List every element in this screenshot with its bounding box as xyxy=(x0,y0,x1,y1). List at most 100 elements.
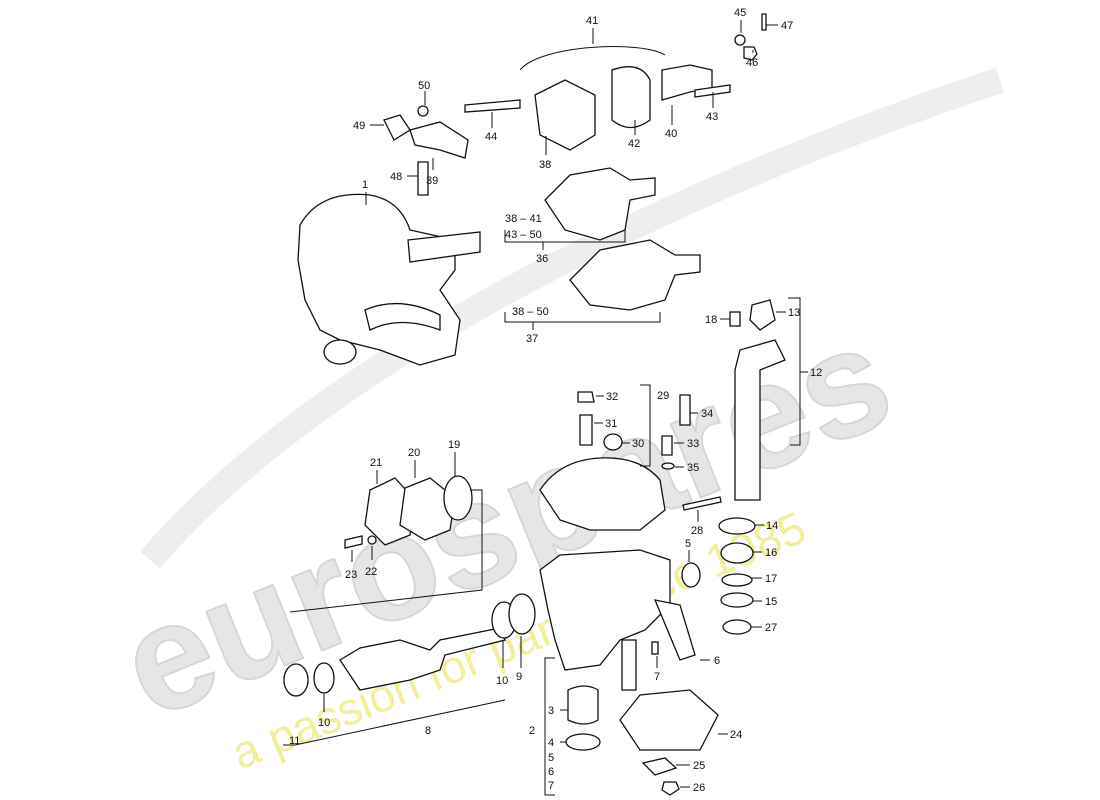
seal-part-4 xyxy=(565,733,601,751)
label-48: 48 xyxy=(390,171,402,183)
label-25: 25 xyxy=(693,760,705,772)
watermark: eurospares a passion for parts since 198… xyxy=(98,67,1005,779)
group-label-38-50: 38 – 50 xyxy=(512,306,549,318)
bracket-36 xyxy=(504,230,626,243)
label-40: 40 xyxy=(665,128,677,140)
steering-box-gear xyxy=(323,339,357,365)
gear-part-13 xyxy=(749,299,776,331)
nut-part-27 xyxy=(722,619,752,635)
group-label-43-50: 43 – 50 xyxy=(505,229,542,241)
bearing-part-9 xyxy=(508,593,536,635)
label-45: 45 xyxy=(734,7,746,19)
assembly-37 xyxy=(569,239,701,311)
label-15: 15 xyxy=(765,596,777,608)
label-23: 23 xyxy=(345,569,357,581)
label-28: 28 xyxy=(691,525,703,537)
bearing-part-5 xyxy=(681,562,701,588)
label-4: 4 xyxy=(548,737,554,749)
leader-lines xyxy=(323,20,786,788)
bracket-part-49 xyxy=(383,114,411,141)
label-14: 14 xyxy=(766,520,778,532)
label-11: 11 xyxy=(289,735,300,747)
label-30: 30 xyxy=(632,438,644,450)
label-49: 49 xyxy=(353,120,365,132)
lever-part-39 xyxy=(409,121,469,159)
bracket-29 xyxy=(640,384,651,467)
pin-part-47 xyxy=(761,13,767,31)
bracket-37 xyxy=(504,312,661,323)
bolt-part-23 xyxy=(344,535,363,549)
label-41: 41 xyxy=(586,15,598,27)
bushing-part-3 xyxy=(567,685,599,725)
nut-part-32 xyxy=(577,391,595,403)
cover-assembly xyxy=(539,384,691,531)
group-brackets xyxy=(504,230,661,330)
label-9: 9 xyxy=(516,671,522,683)
group-label-38-41: 38 – 41 xyxy=(505,213,542,225)
label-6: 6 xyxy=(714,655,720,667)
watermark-swoosh xyxy=(140,67,1005,569)
roller-part-18 xyxy=(729,311,741,327)
spring-clip-part xyxy=(519,46,666,71)
steering-box-shaft xyxy=(407,231,481,263)
steering-box-1 xyxy=(297,193,481,366)
label-31: 31 xyxy=(605,418,617,430)
label-27: 27 xyxy=(765,622,777,634)
housing-part xyxy=(539,549,671,671)
nut-part-26 xyxy=(661,781,680,796)
bracket-8 xyxy=(283,699,506,746)
screw-part-31 xyxy=(579,414,593,446)
pin-part-28 xyxy=(682,496,722,511)
label-10: 10 xyxy=(318,717,330,729)
cover-part xyxy=(539,457,666,531)
washer-part-35 xyxy=(661,462,675,470)
cover-part-42 xyxy=(611,66,651,129)
gasket-group xyxy=(289,475,483,613)
label-35: 35 xyxy=(687,462,699,474)
label-18: 18 xyxy=(705,314,717,326)
label-36: 36 xyxy=(536,253,548,265)
label-5: 5 xyxy=(685,538,691,550)
label-22: 22 xyxy=(365,566,377,578)
label-34: 34 xyxy=(701,408,713,420)
label-12: 12 xyxy=(810,367,822,379)
label-13: 13 xyxy=(788,307,800,319)
label-33: 33 xyxy=(687,438,699,450)
label-24: 24 xyxy=(730,729,742,741)
right-parts xyxy=(681,297,808,635)
clamp-part-24 xyxy=(619,689,719,751)
washer-part-22 xyxy=(367,535,377,545)
label-29: 29 xyxy=(657,390,669,402)
seal-part-14 xyxy=(718,517,756,535)
stud-part-6b xyxy=(621,639,637,691)
bottom-parts xyxy=(544,641,719,796)
steering-box-clamp xyxy=(364,302,441,331)
label-2: 2 xyxy=(529,725,535,737)
label-20: 20 xyxy=(408,447,420,459)
bearing-part-10 xyxy=(313,662,335,694)
housing-part-38 xyxy=(534,79,596,151)
bracket-19-23 xyxy=(289,489,483,613)
label-47: 47 xyxy=(781,20,793,32)
nut-part-46 xyxy=(743,46,758,61)
assembly-37-body xyxy=(569,239,701,311)
label-8: 8 xyxy=(425,725,431,737)
nut-part-50 xyxy=(417,105,429,117)
label-50: 50 xyxy=(418,80,430,92)
label-32: 32 xyxy=(606,391,618,403)
washer-part-15 xyxy=(720,592,754,608)
assembly-36 xyxy=(544,167,656,241)
seal-part-19 xyxy=(443,475,473,521)
label-37: 37 xyxy=(526,333,538,345)
top-parts xyxy=(383,13,767,196)
label-26: 26 xyxy=(693,782,705,794)
gasket-part-20 xyxy=(399,477,456,541)
washer-part-45 xyxy=(734,34,746,46)
spring-part-16 xyxy=(720,542,754,564)
bracket-2 xyxy=(544,657,555,796)
nut-part-30 xyxy=(603,433,623,451)
label-42: 42 xyxy=(628,138,640,150)
part-labels: 1 2 3 4 5 6 7 5 6 7 8 9 10 10 11 12 13 1… xyxy=(289,7,822,794)
steering-box-body xyxy=(297,193,461,366)
